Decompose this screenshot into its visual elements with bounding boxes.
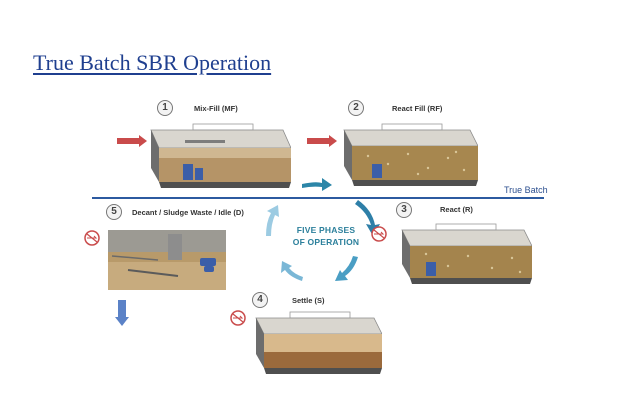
no-flow-icon-3 (371, 226, 387, 242)
influent-arrow-2 (307, 134, 337, 152)
phase-4-label: Settle (S) (292, 296, 325, 305)
center-label: FIVE PHASES OF OPERATION (278, 224, 374, 248)
cycle-arrow-right (355, 200, 380, 236)
cycle-arrow-lower-right (335, 256, 358, 281)
center-label-line1: FIVE PHASES (296, 225, 356, 235)
phase-2-label: React Fill (RF) (392, 104, 443, 113)
phase-1-number: 1 (157, 100, 173, 116)
phase-1-label: Mix-Fill (MF) (194, 104, 238, 113)
true-batch-label: True Batch (504, 185, 548, 195)
tank-react-fill (338, 122, 479, 193)
tank-decant-closeup (108, 230, 226, 295)
influent-arrow-1 (117, 134, 147, 152)
phase-5-label: Decant / Sludge Waste / Idle (D) (132, 208, 244, 217)
true-batch-divider (92, 197, 544, 199)
no-flow-icon-4 (230, 310, 246, 326)
phase-4-number: 4 (252, 292, 268, 308)
phase-3-label: React (R) (440, 205, 473, 214)
decant-outflow-arrow (115, 300, 129, 331)
phase-5-number: 5 (106, 204, 122, 220)
tank-mix-fill (143, 120, 292, 197)
phase-3-number: 3 (396, 202, 412, 218)
tank-react (396, 222, 533, 291)
cycle-arrow-left (266, 205, 279, 236)
phase-2-number: 2 (348, 100, 364, 116)
center-label-line2: OF OPERATION (292, 237, 360, 247)
cycle-arrow-top (302, 178, 332, 191)
no-flow-icon-5 (84, 230, 100, 246)
page-title: True Batch SBR Operation (33, 50, 272, 75)
cycle-arrow-lower-left (281, 261, 303, 281)
tank-settle (250, 310, 383, 381)
